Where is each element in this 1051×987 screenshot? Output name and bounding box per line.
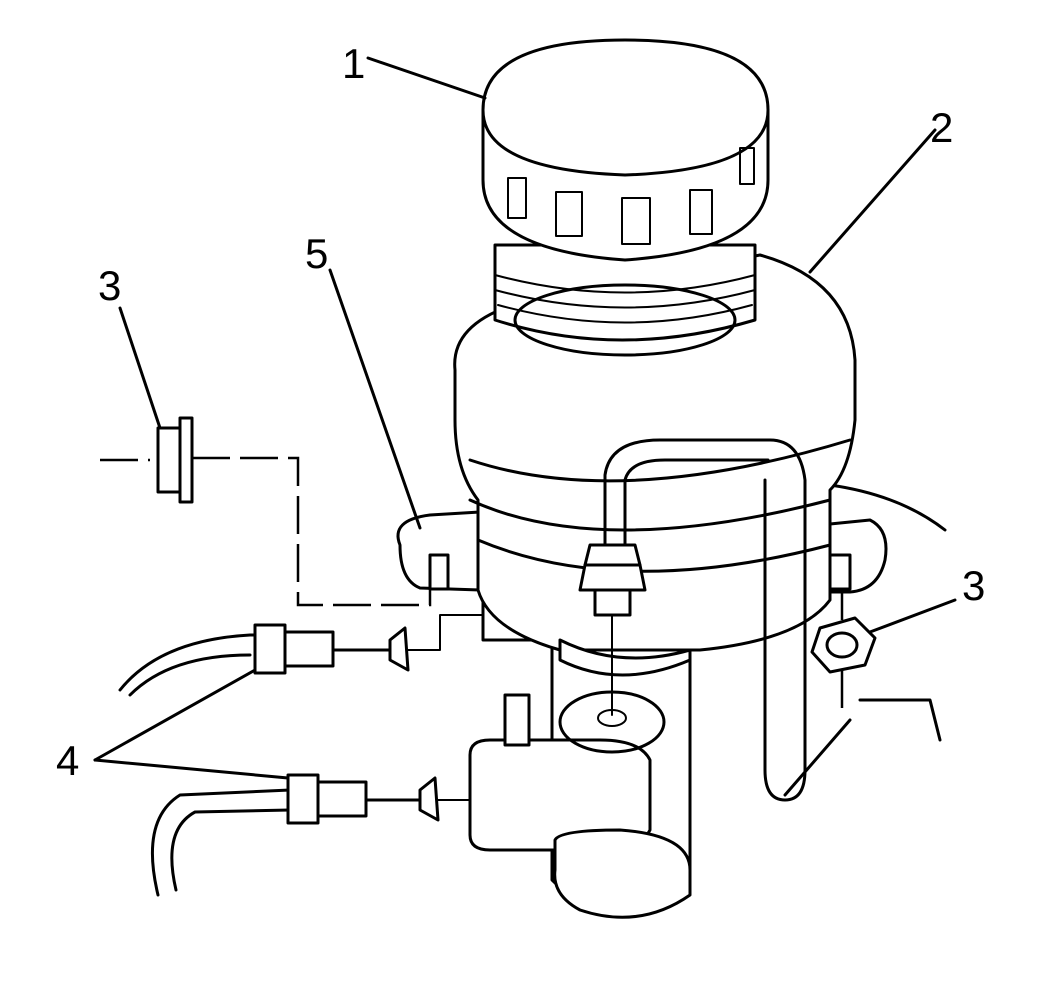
callout-4: 4 [56, 737, 79, 784]
callout-2: 2 [930, 104, 953, 151]
callout-3-left: 3 [98, 262, 121, 309]
mounting-flange [396, 483, 947, 742]
reservoir-cap [481, 38, 770, 262]
center-fitting [578, 543, 647, 716]
callout-1: 1 [342, 40, 365, 87]
filler-neck [493, 243, 757, 357]
hose-upper [118, 614, 484, 697]
reservoir-body [453, 253, 857, 677]
hose-lower [150, 773, 471, 897]
callout-3-right: 3 [962, 562, 985, 609]
leader-lines [93, 56, 957, 780]
callout-5: 5 [305, 230, 328, 277]
feed-tube [603, 438, 852, 802]
nut-right [503, 553, 877, 747]
bolt-left [100, 416, 450, 607]
